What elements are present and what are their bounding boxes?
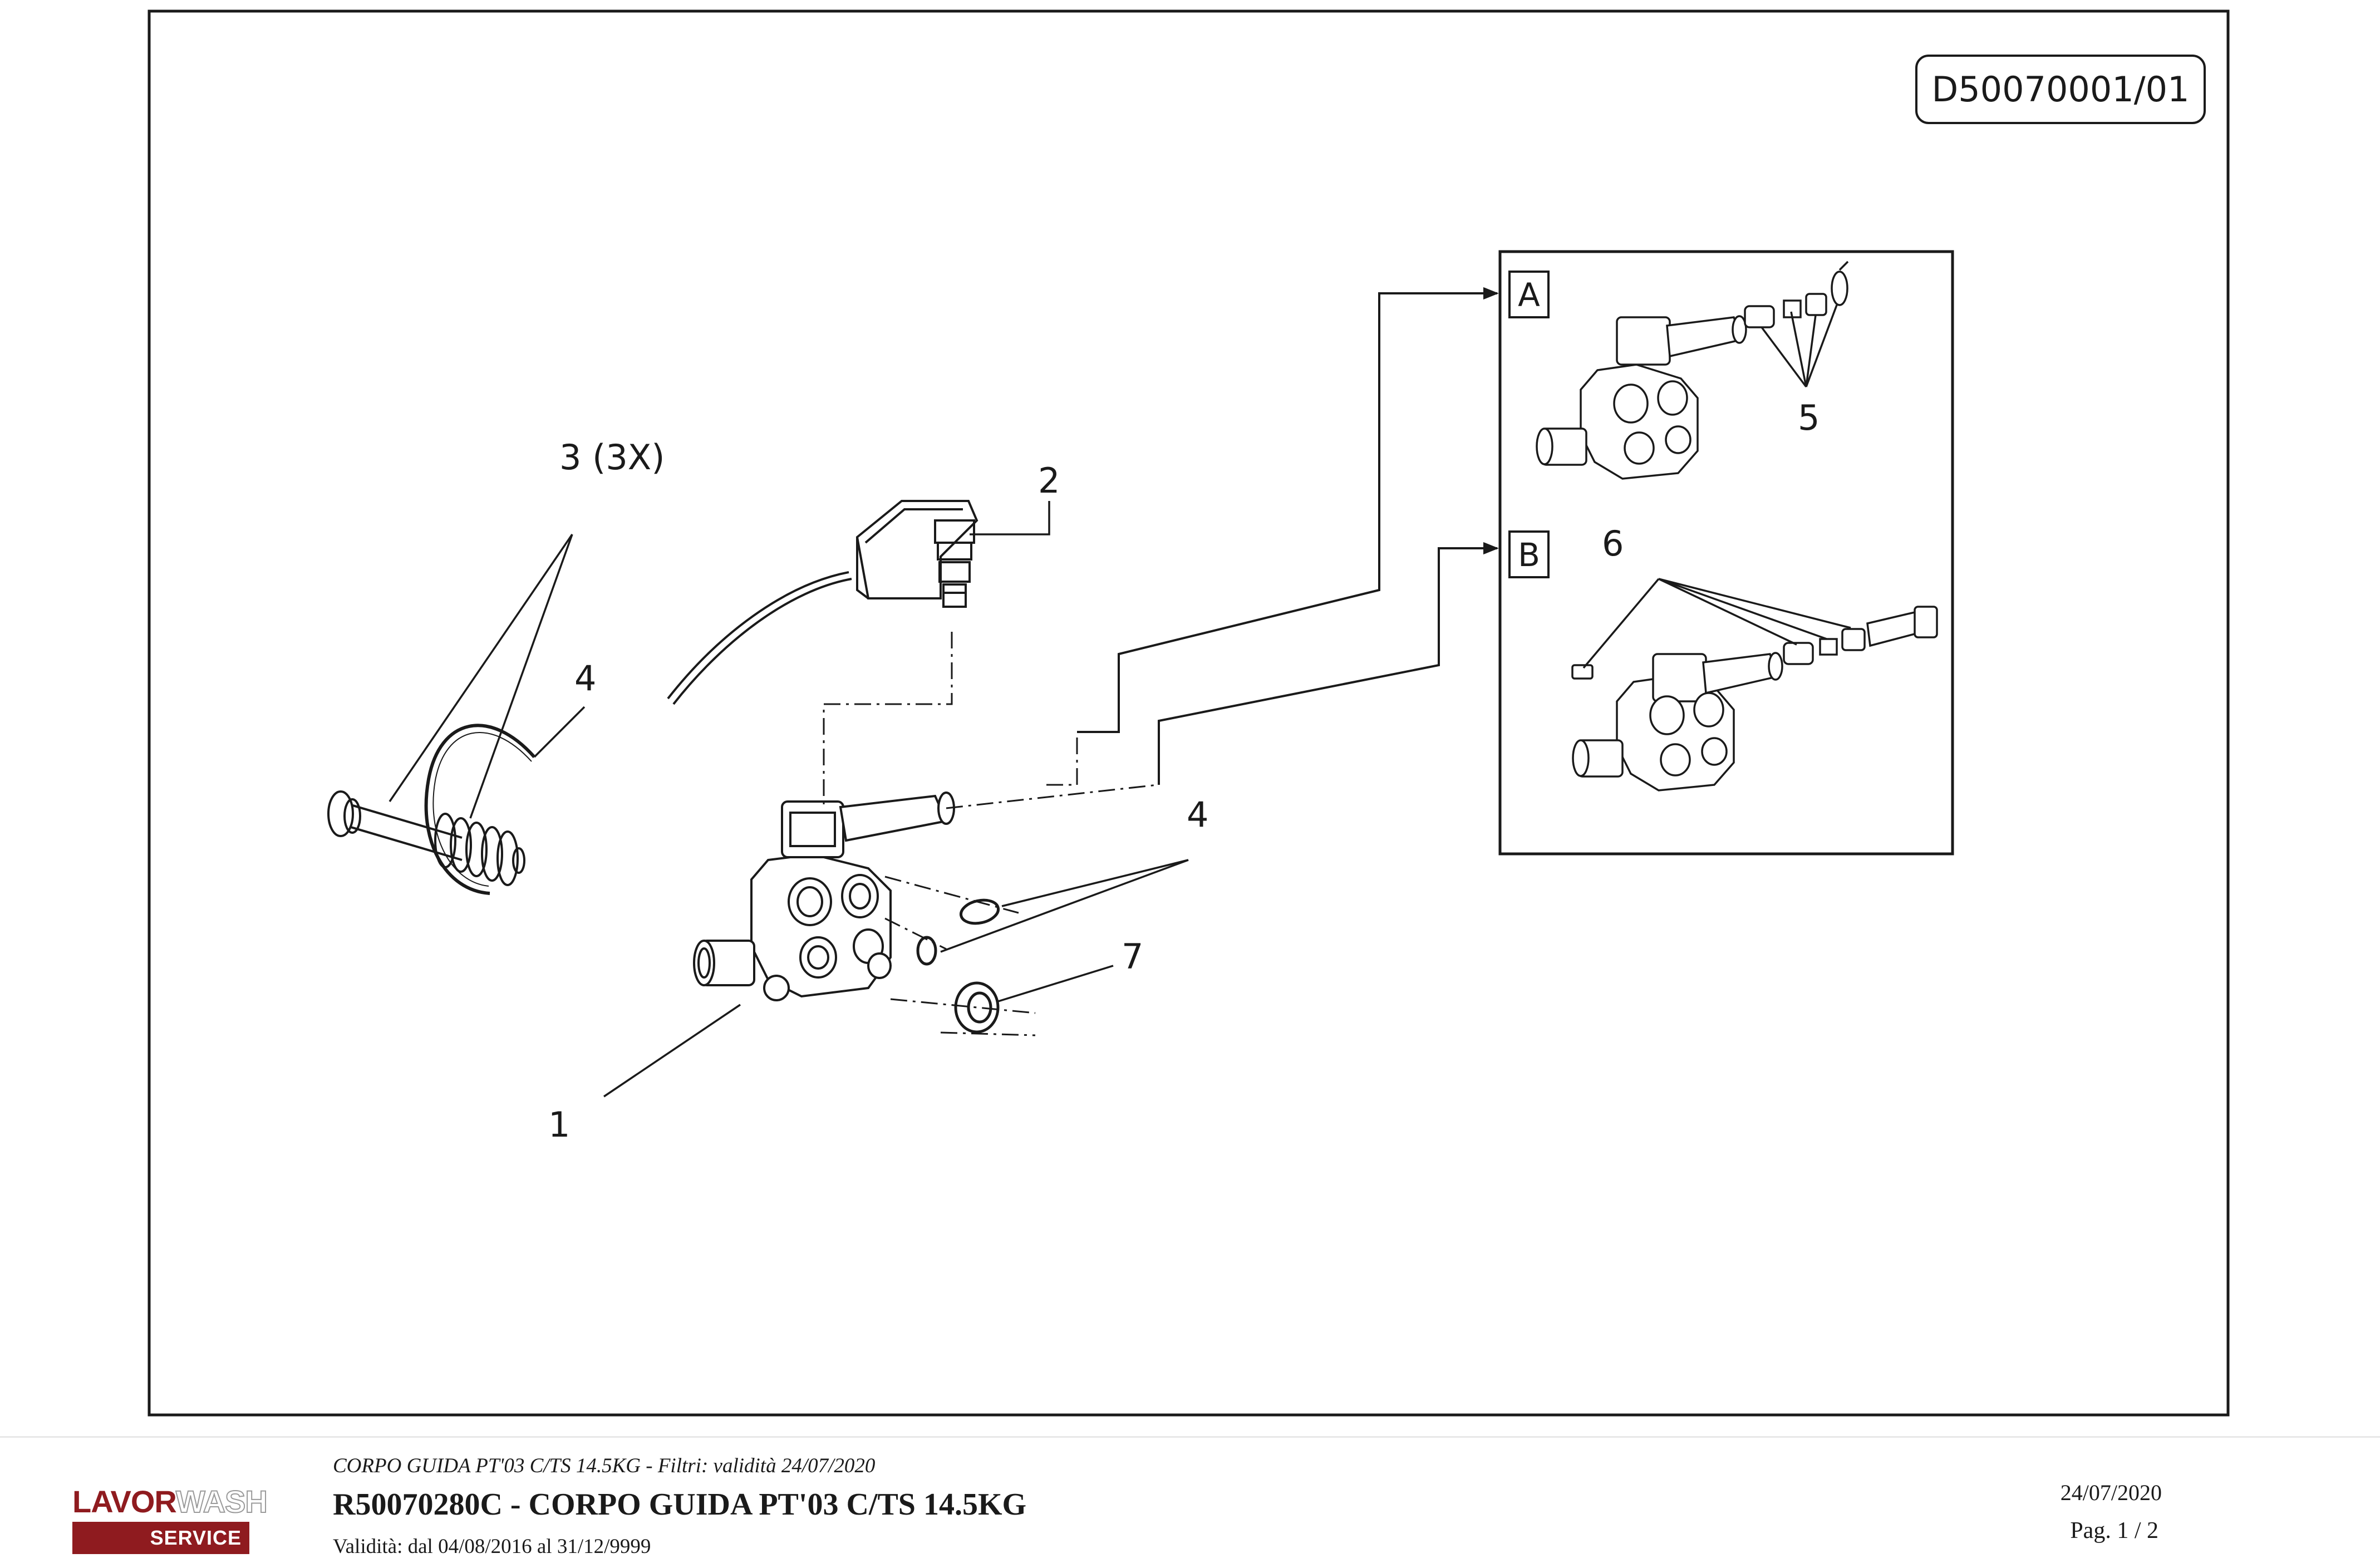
logo-service-text: SERVICE	[150, 1526, 242, 1549]
logo-word-lavor: LAVOR	[72, 1484, 176, 1519]
part-3-pin-and-spring	[327, 790, 525, 886]
part-4-snap-ring	[424, 724, 536, 895]
leader-lines	[389, 304, 1851, 1098]
callout-5: 5	[1798, 397, 1820, 438]
callout-4-right: 4	[1187, 794, 1208, 835]
part-1-guide-body	[693, 792, 955, 1001]
footer-date: 24/07/2020	[2060, 1480, 2162, 1505]
footer-page-number: Pag. 1 / 2	[2070, 1518, 2158, 1544]
callout-1: 1	[548, 1104, 570, 1145]
detail-a-label: A	[1508, 271, 1550, 318]
callout-7: 7	[1122, 936, 1143, 977]
part-2-pressure-switch	[667, 500, 978, 705]
detail-b-label: B	[1508, 530, 1550, 578]
detail-box	[1498, 250, 1954, 856]
detail-a-assembly	[1536, 260, 1849, 480]
callout-2: 2	[1038, 460, 1060, 501]
lavorwash-service-logo: LAVORWASH SERVICE	[72, 1484, 268, 1556]
logo-service-bar: SERVICE	[72, 1522, 249, 1554]
callout-3: 3 (3X)	[559, 437, 665, 478]
footer-validity: Validità: dal 04/08/2016 al 31/12/9999	[333, 1535, 651, 1558]
svg-text:B: B	[1518, 536, 1540, 574]
drawing-code: D50070001/01	[1931, 69, 2189, 110]
callout-6: 6	[1602, 523, 1624, 564]
svg-text:A: A	[1518, 276, 1540, 314]
assembly-lines	[823, 632, 1158, 1036]
footer-separator	[0, 1436, 2380, 1438]
part-7-seal-ring	[954, 981, 1000, 1034]
footer-subtitle: CORPO GUIDA PT'03 C/TS 14.5KG - Filtri: …	[333, 1454, 876, 1477]
detail-b-assembly	[1571, 606, 1938, 792]
footer-title: R50070280C - CORPO GUIDA PT'03 C/TS 14.5…	[333, 1487, 1027, 1522]
drawing-frame	[147, 9, 2230, 1417]
drawing-code-box: D50070001/01	[1915, 55, 2206, 124]
callout-4-left: 4	[574, 658, 596, 699]
logo-word-wash: WASH	[175, 1484, 268, 1519]
routing-lines	[1077, 287, 1499, 785]
part-4-o-rings	[916, 898, 1000, 966]
